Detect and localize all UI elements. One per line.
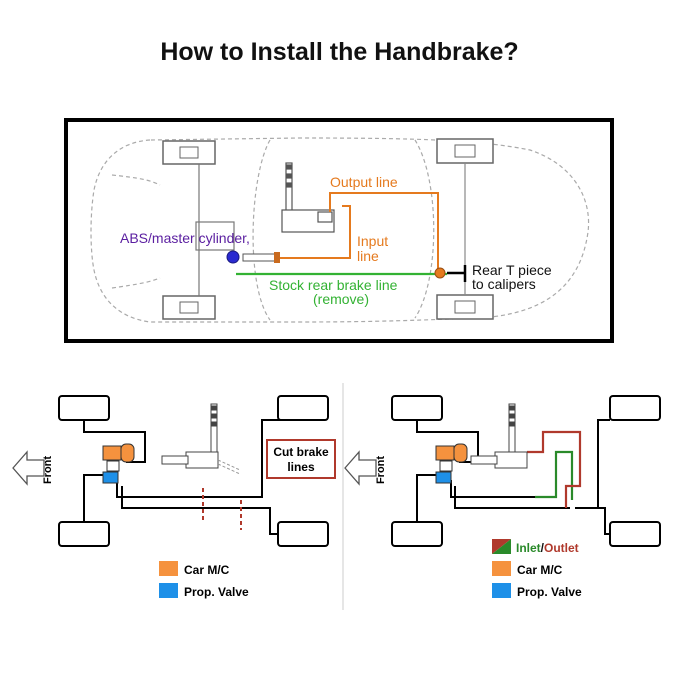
right-front-arrow: [344, 450, 377, 486]
legend-sep-label: /: [541, 541, 545, 555]
legend-inlet-label: Inlet: [516, 541, 541, 555]
left-leader-1: [217, 459, 241, 471]
rear-t-fitting: [434, 267, 446, 279]
abs-fitting: [242, 253, 276, 262]
abs-label: ABS/master cylinder,: [120, 230, 250, 246]
front-left-wheel: [162, 140, 216, 165]
right-wheel-fr: [391, 521, 443, 547]
right-outlet-line: [527, 430, 582, 508]
input-line: [280, 205, 351, 259]
rear-t-label-2: to calipers: [472, 276, 536, 292]
right-inlet-line: [535, 450, 574, 500]
left-front-label: Front: [42, 456, 54, 484]
abs-bracket: [195, 221, 235, 251]
right-legend-mc-label: Car M/C: [517, 563, 563, 577]
left-diagram: Cut brake lines Front Car M/C Prop. Valv…: [12, 395, 336, 599]
left-mc-body: [106, 460, 120, 472]
left-legend-mc-label: Car M/C: [184, 563, 230, 577]
right-master-cylinder-reservoir: [453, 443, 468, 463]
left-wheel-rl: [277, 395, 329, 421]
cut-label-1: Cut brake: [273, 445, 329, 459]
car-rear-window: [414, 139, 435, 319]
right-front-label: Front: [375, 456, 387, 484]
left-master-cylinder: [102, 445, 122, 461]
right-legend-inout-swatch-inlet: [492, 539, 511, 554]
cut-label-2: lines: [287, 460, 315, 474]
right-wheel-fl: [391, 395, 443, 421]
left-legend-pv-label: Prop. Valve: [184, 585, 249, 599]
left-wheel-fl: [58, 395, 110, 421]
right-legend-pv-swatch: [492, 583, 511, 598]
left-front-arrow: [12, 450, 45, 486]
output-line-label: Output line: [330, 174, 398, 190]
top-diagram: ABS/master cylinder, Output line Input l…: [64, 118, 614, 343]
right-mc-body: [439, 460, 453, 472]
page-title: How to Install the Handbrake?: [160, 38, 519, 66]
stock-line-label-2: (remove): [313, 291, 369, 307]
right-master-cylinder: [435, 445, 455, 461]
rear-right-wheel: [436, 294, 494, 320]
legend-outlet-label: Outlet: [544, 541, 579, 555]
rear-t-label-1: Rear T piece: [472, 262, 552, 278]
left-wheel-rr: [277, 521, 329, 547]
rear-left-wheel: [436, 138, 494, 164]
left-legend-pv-swatch: [159, 583, 178, 598]
right-diagram: Front Inlet/Outlet Car M/C Prop. Valve: [344, 395, 661, 599]
right-legend-inout-text: Inlet/Outlet: [516, 541, 579, 555]
right-legend-mc-swatch: [492, 561, 511, 576]
left-prop-valve: [102, 471, 119, 484]
left-master-cylinder-reservoir: [120, 443, 135, 463]
left-handbrake: [161, 403, 219, 469]
input-line-label-1: Input: [357, 233, 388, 249]
right-brake-lines: [416, 419, 610, 535]
cut-brake-lines-box: [266, 439, 336, 479]
right-legend-pv-label: Prop. Valve: [517, 585, 582, 599]
left-legend-mc-swatch: [159, 561, 178, 576]
top-frame: [64, 118, 614, 343]
car-hood: [111, 174, 161, 289]
right-handbrake: [470, 403, 528, 469]
stock-line-label-1: Stock rear brake line: [269, 277, 398, 293]
handbrake-lever: [281, 162, 335, 233]
right-prop-valve: [435, 471, 452, 484]
right-wheel-rr: [609, 521, 661, 547]
abs-fitting-cap: [274, 252, 280, 263]
left-brake-lines: [83, 419, 303, 535]
front-right-wheel: [162, 295, 216, 320]
left-wheel-fr: [58, 521, 110, 547]
output-line: [329, 192, 439, 272]
abs-node: [226, 250, 240, 264]
car-windshield: [252, 139, 271, 321]
left-leader-2: [217, 463, 241, 475]
input-line-label-2: line: [357, 248, 379, 264]
right-wheel-rl: [609, 395, 661, 421]
